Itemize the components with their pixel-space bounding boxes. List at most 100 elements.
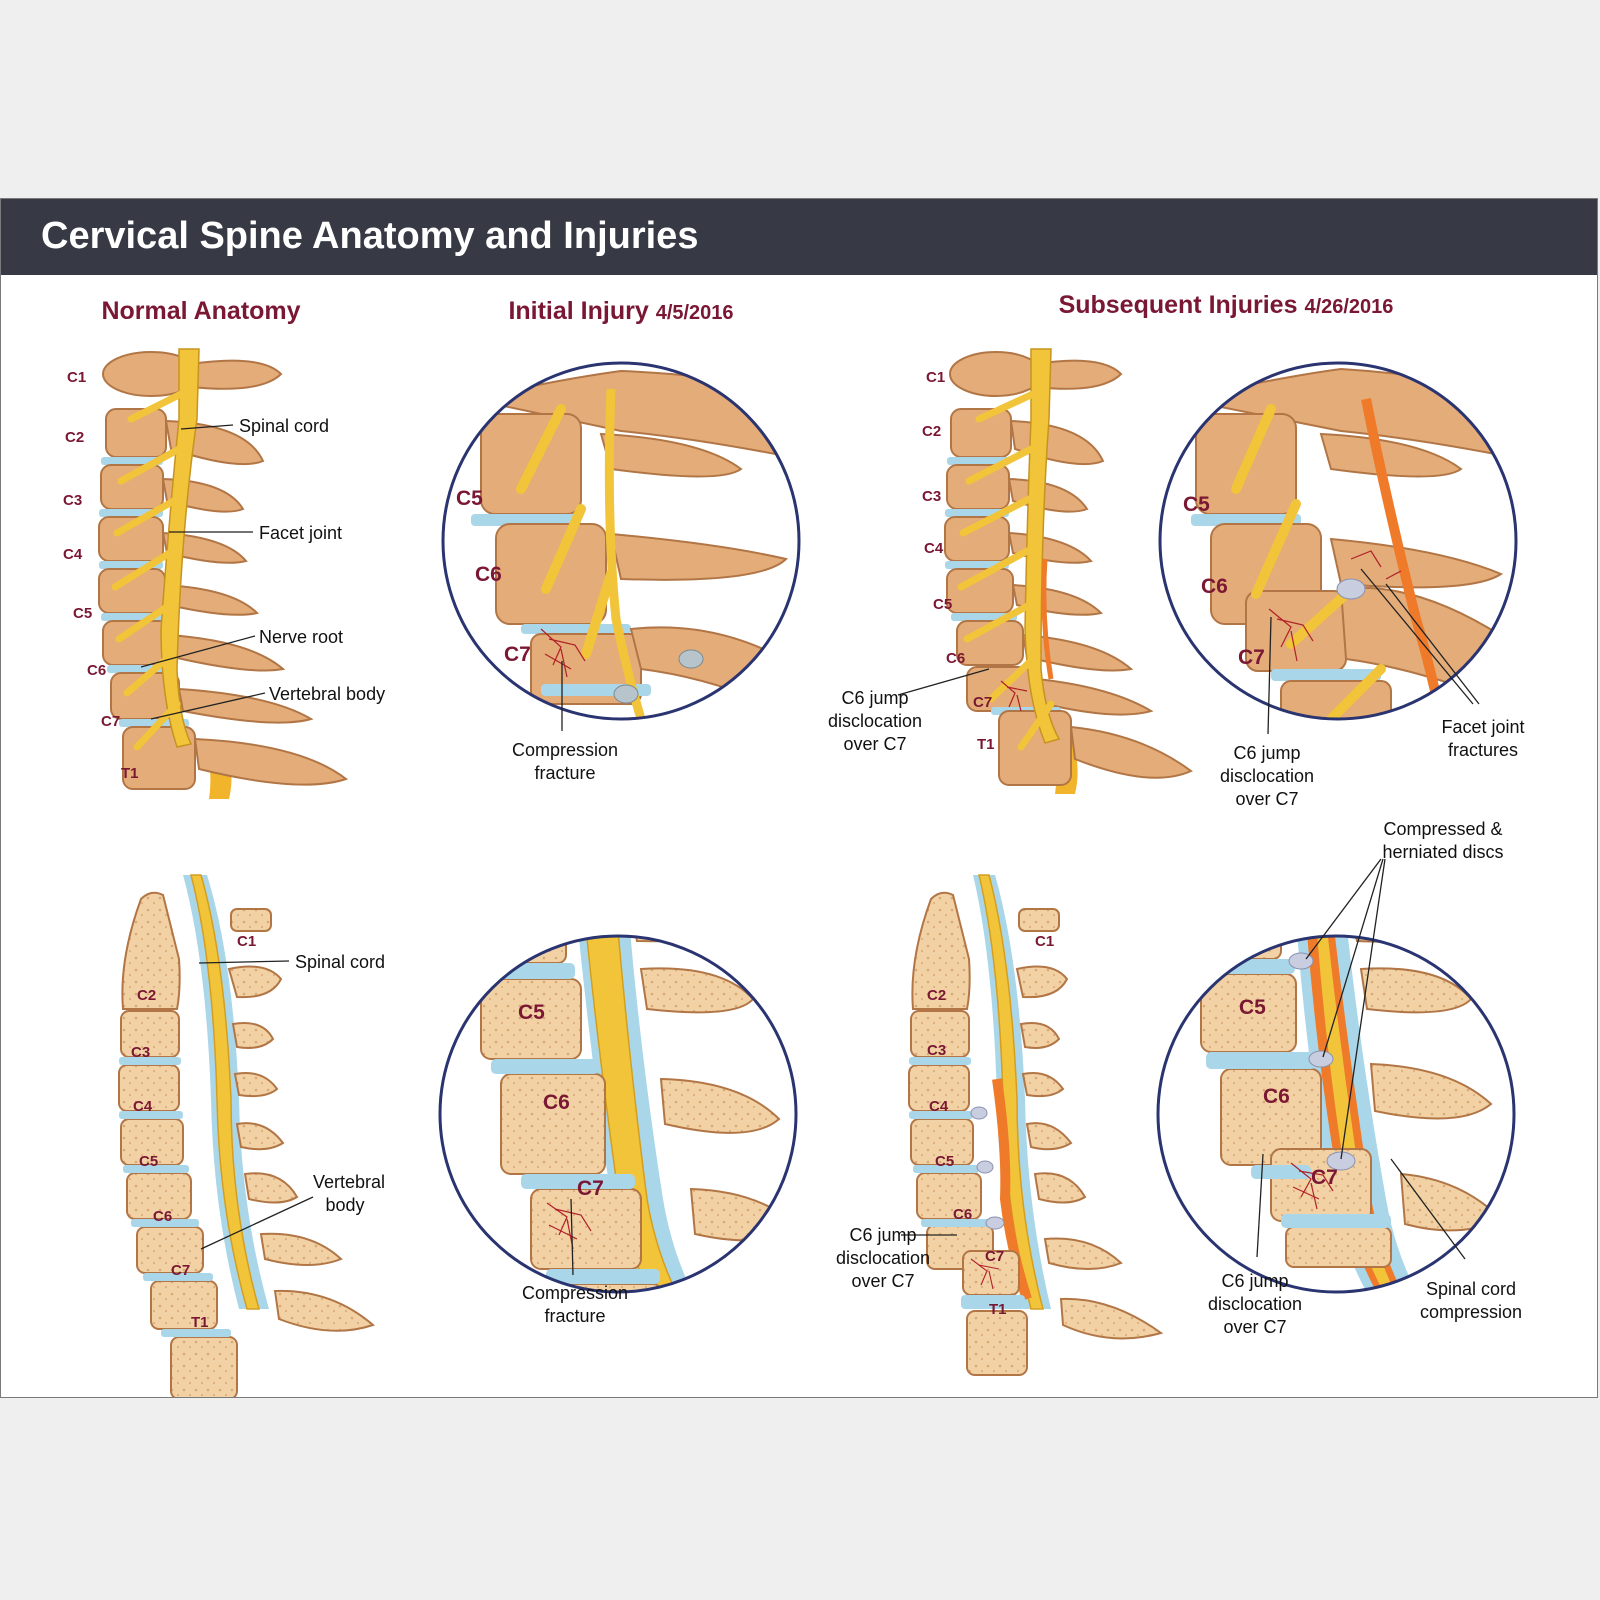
panel-initial-lateral: C5 C6 C7 Compression fracture	[441, 361, 801, 783]
label-facet-joint: Facet joint	[259, 523, 342, 543]
label-compression: Compression	[512, 740, 618, 760]
column-title-normal-label: Normal Anatomy	[101, 297, 301, 325]
label-c6-jump: C6 jump	[1221, 1271, 1288, 1291]
label-c3: C3	[927, 1042, 946, 1059]
label-c5: C5	[518, 1001, 545, 1024]
label-c7: C7	[577, 1177, 604, 1200]
label-c6: C6	[543, 1091, 570, 1114]
leader-spinal-cord-compression	[1390, 1158, 1466, 1260]
label-c2: C2	[927, 987, 946, 1004]
infographic-board: Cervical Spine Anatomy and Injuries Norm…	[0, 198, 1598, 1398]
leader-herniated-disc-2	[1322, 858, 1384, 1058]
label-c2: C2	[65, 429, 84, 446]
label-spinal-cord: Spinal cord	[295, 952, 385, 972]
label-facet-joint-fractures: Facet joint	[1441, 717, 1524, 737]
label-spinal-cord-compression: Spinal cord	[1426, 1279, 1516, 1299]
label-c3: C3	[63, 492, 82, 509]
label-over-c7: over C7	[843, 734, 906, 754]
label-c5: C5	[1239, 996, 1266, 1019]
leader-facet-fracture-1	[1360, 568, 1474, 705]
spinous-processes-sagittal	[227, 908, 375, 1332]
herniated-discs-zoom	[1288, 952, 1356, 1171]
label-t1: T1	[989, 1301, 1007, 1318]
label-c6: C6	[1263, 1085, 1290, 1108]
label-c1: C1	[1035, 933, 1054, 950]
label-c2: C2	[922, 423, 941, 440]
label-disclocation: disclocation	[1208, 1294, 1302, 1314]
leader-nerve-root	[140, 635, 256, 668]
column-title-subsequent-label: Subsequent Injuries	[1058, 291, 1298, 319]
label-c5: C5	[456, 487, 483, 510]
vertebra-labels-sagittal-subsequent: C1 C2 C3 C4 C5 C6 C7 T1	[927, 933, 1054, 1318]
fracture-lines	[540, 628, 586, 678]
label-c6-jump: C6 jump	[849, 1225, 916, 1245]
spinal-cord-sagittal	[190, 874, 260, 1310]
label-c7: C7	[504, 643, 531, 666]
leader-facet-fracture-2	[1385, 583, 1480, 705]
label-c6-jump: C6 jump	[1233, 743, 1300, 763]
label-c6: C6	[87, 662, 106, 679]
label-c7: C7	[985, 1248, 1004, 1265]
vertebral-bodies-sagittal	[118, 891, 238, 1397]
column-title-initial-date: 4/5/2016	[655, 302, 734, 324]
column-title-subsequent: Subsequent Injuries 4/26/2016	[1059, 291, 1394, 320]
label-c7: C7	[1238, 646, 1265, 669]
leader-spinal-cord	[180, 424, 234, 430]
panel-normal-sagittal: C1 C2 C3 C4 C5 C6 C7 T1 Spinal cord Vert…	[118, 874, 385, 1397]
vertebra-labels-sagittal-normal: C1 C2 C3 C4 C5 C6 C7 T1	[131, 933, 256, 1331]
label-fracture: fracture	[534, 763, 595, 783]
leader-compression-fracture-sagittal	[570, 1198, 574, 1276]
leader-vertebral-body-sagittal	[200, 1196, 314, 1250]
label-c4: C4	[63, 546, 83, 563]
fracture-lines-subsequent	[1000, 680, 1028, 712]
discs-sagittal	[119, 1057, 231, 1337]
vertebra-labels-normal: C1 C2 C3 C4 C5 C6 C7 T1	[63, 369, 139, 782]
label-spinal-cord: Spinal cord	[239, 416, 329, 436]
fracture-lines-zoom	[1268, 550, 1402, 662]
leader-c6-jump-zoom-sagittal	[1256, 1153, 1264, 1258]
label-c4: C4	[924, 540, 944, 557]
label-c5: C5	[933, 596, 952, 613]
label-compression-word: compression	[1420, 1302, 1522, 1322]
column-title-normal: Normal Anatomy	[101, 297, 300, 326]
page-title: Cervical Spine Anatomy and Injuries	[41, 215, 699, 257]
label-c3: C3	[922, 488, 941, 505]
column-title-initial: Initial Injury 4/5/2016	[508, 297, 733, 326]
label-over-c7: over C7	[1235, 789, 1298, 809]
title-bar: Cervical Spine Anatomy and Injuries	[1, 199, 1597, 275]
label-c3: C3	[131, 1044, 150, 1061]
label-nerve-root: Nerve root	[259, 627, 343, 647]
illustration-canvas: C1 C2 C3 C4 C5 C6 C7 T1 Spinal cord Face…	[63, 348, 1525, 1397]
panel-initial-sagittal: C5 C6 C7 Compression fracture	[438, 934, 798, 1326]
label-c1: C1	[67, 369, 86, 386]
label-over-c7: over C7	[1223, 1317, 1286, 1337]
label-vertebral-body: Vertebral body	[269, 684, 385, 704]
label-disclocation: disclocation	[828, 711, 922, 731]
label-c5: C5	[1183, 493, 1210, 516]
label-c6: C6	[153, 1208, 172, 1225]
panel-normal-lateral: C1 C2 C3 C4 C5 C6 C7 T1 Spinal cord Face…	[63, 348, 385, 799]
panel-subsequent-lateral-zoom: C5 C6 C7 C6 jump disclocation over C7 Fa…	[1158, 361, 1525, 809]
leader-vertebral-body	[150, 692, 266, 720]
leader-c6-jump-zoom	[1267, 616, 1272, 735]
leader-herniated-disc-1	[1305, 858, 1382, 960]
nerve-roots	[111, 390, 185, 751]
label-c4: C4	[133, 1098, 153, 1115]
column-title-initial-label: Initial Injury	[508, 297, 649, 325]
leader-spinal-cord-sagittal	[198, 960, 290, 964]
panel-subsequent-sagittal-zoom: C5 C6 C7 Compressed & herniated discs C6…	[1156, 819, 1522, 1337]
label-c4: C4	[929, 1098, 949, 1115]
label-compression: Compression	[522, 1283, 628, 1303]
panel-subsequent-sagittal: C1 C2 C3 C4 C5 C6 C7 T1 C6 jump discloca…	[836, 874, 1164, 1376]
label-c2: C2	[137, 987, 156, 1004]
label-c7: C7	[101, 713, 120, 730]
vertebra-labels-subsequent: C1 C2 C3 C4 C5 C6 C7 T1	[922, 369, 995, 753]
label-c6-jump: C6 jump	[841, 688, 908, 708]
label-c6: C6	[953, 1206, 972, 1223]
column-title-subsequent-date: 4/26/2016	[1304, 296, 1394, 318]
label-c1: C1	[926, 369, 945, 386]
panel-subsequent-lateral: C1 C2 C3 C4 C5 C6 C7 T1 C6 jump discloca…	[828, 348, 1193, 794]
label-c6: C6	[475, 563, 502, 586]
label-c6: C6	[946, 650, 965, 667]
label-t1: T1	[191, 1314, 209, 1331]
